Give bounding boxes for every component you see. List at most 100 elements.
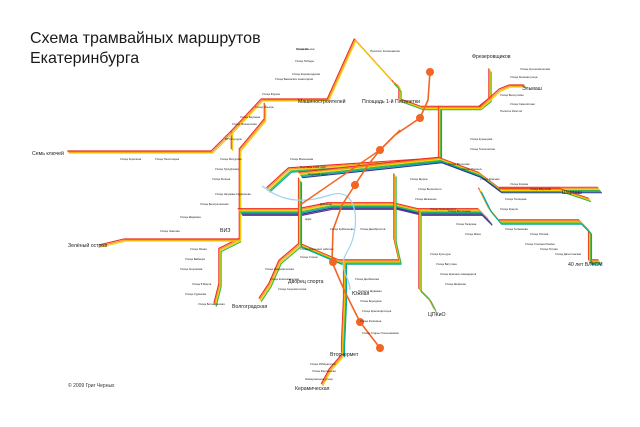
stop-label: Улица Корепина <box>120 157 142 161</box>
stop-label: Улица Мичурина <box>220 157 242 161</box>
tram-strand <box>298 156 599 188</box>
bundle-north-ring <box>238 102 267 242</box>
river-iset <box>261 185 357 291</box>
tram-strand <box>479 189 600 263</box>
tram-strand <box>99 238 240 246</box>
tram-strand <box>322 355 345 387</box>
terminal-ploshchad-petrovicha: Площадь 1-й Пятилетки <box>362 98 420 105</box>
stop-label: Улица Вилонова <box>448 162 470 166</box>
tram-strand <box>300 182 402 265</box>
tram-strand <box>259 245 301 301</box>
tram-strand <box>320 353 343 385</box>
bundle-elmash <box>478 84 526 110</box>
bundle-vtorchermet <box>320 353 345 387</box>
terminal-elmash: Эльмаш <box>522 86 542 92</box>
terminal-viz: ВИЗ <box>220 228 230 234</box>
stop-label: Улица Стачек <box>300 255 318 259</box>
tram-strand <box>479 85 525 109</box>
tram-strand <box>266 105 440 189</box>
stop-label: Улица Культуры <box>430 252 451 256</box>
stop-label: Улица Белореченская <box>200 202 229 206</box>
tram-strand <box>478 84 525 108</box>
tram-strand <box>240 105 267 242</box>
stop-label: Улица Красных командиров <box>440 272 477 276</box>
terminal-40-let-vlksm: 40 лет ВЛКСМ <box>568 262 603 268</box>
stop-label: Улица Самолётная <box>510 102 535 106</box>
tram-strand <box>297 177 399 261</box>
terminal-yuzhnaya: Южная <box>352 291 369 297</box>
stop-label: Улица Мира <box>465 232 481 236</box>
stop-label: Улица Куйбышева <box>330 227 354 231</box>
stop-label: Улица Старых большевиков <box>362 331 399 335</box>
stop-label: Улица Комсомольская <box>270 277 300 281</box>
title-line-1: Схема трамвайных маршрутов <box>30 30 261 47</box>
stop-label: Улица Гагарина <box>456 222 477 226</box>
stop-label: Улица Избирателей <box>310 362 336 366</box>
stop-label: Улица Луначарского <box>430 207 457 211</box>
tram-strand <box>343 263 347 357</box>
stop-label: Улица Кирова <box>510 182 528 186</box>
map-title: Схема трамвайных маршрутов Екатеринбурга <box>30 29 261 69</box>
stop-label: Улица Калинина <box>360 319 382 323</box>
tram-strand <box>259 244 300 300</box>
bundle-centre-ns <box>297 177 402 265</box>
stop-label: Улица Степана Разина <box>525 242 555 246</box>
tram-strand <box>214 238 240 305</box>
tram-strand <box>213 237 240 304</box>
stop-label: Улица Щорса <box>410 177 428 181</box>
tram-strand <box>340 259 345 353</box>
stop-label: Улица Хохрякова <box>180 267 203 271</box>
metro-station <box>376 344 384 352</box>
stop-label: Посёлок Шувакиш <box>358 289 382 293</box>
tram-strand <box>68 132 234 154</box>
bundle-volgograd <box>213 237 242 307</box>
stop-label: Улица Крауля <box>500 207 518 211</box>
tram-strand <box>242 208 493 226</box>
bundle-east-vert <box>393 173 402 264</box>
tram-strand <box>343 264 348 358</box>
terminal-volgogradskaya: Волгоградская <box>232 304 267 310</box>
tram-strand <box>419 212 436 311</box>
tram-strand <box>481 191 602 265</box>
stop-label: Цирк <box>305 217 312 221</box>
stop-label: Улица Ватутина <box>436 262 457 266</box>
stop-label: Улица Кировградская <box>292 72 321 76</box>
stop-label: Улица Пехотинцев <box>155 157 180 161</box>
terminal-vtorchermet: Вторчермет <box>330 352 359 358</box>
stop-label: Улица Академическая <box>265 267 294 271</box>
stop-label: Уралмаш <box>296 47 309 51</box>
stop-label: Улица 8 Марта <box>192 282 212 286</box>
bundle-40let <box>477 187 602 265</box>
stop-label: Посёлок Изоплит <box>500 109 523 113</box>
stop-label: Улица Начдива Онуфриева <box>215 192 251 196</box>
stop-label: Улица Бакинских комиссаров <box>275 77 314 81</box>
tram-strand <box>298 178 400 262</box>
tram-strand <box>342 262 346 355</box>
stop-label: Улица Краснофлотцев <box>362 309 392 313</box>
tram-strand <box>238 102 265 239</box>
stop-label: Улица Гурзуфская <box>215 167 239 171</box>
tram-strand <box>395 176 402 264</box>
bundle-west <box>67 130 234 154</box>
tram-strand <box>301 162 602 194</box>
tram-strand <box>239 104 266 240</box>
stop-label: Улица Дагестанская <box>555 252 582 256</box>
bundle-south <box>340 259 348 358</box>
metro-station <box>356 318 364 326</box>
stop-label: Улица Малышева <box>290 157 314 161</box>
stop-label: Улица Победы <box>295 59 314 63</box>
terminal-mashinostroiteley: Машиностроителей <box>298 98 346 105</box>
stop-label: Улица Фрунзе <box>262 92 281 96</box>
stop-label: Улица Ботаническая <box>198 302 225 306</box>
stop-label: Улица Татищева <box>505 197 527 201</box>
stop-label: Улица Репина <box>212 177 231 181</box>
tram-strand <box>67 130 232 152</box>
stop-label: Улица Викулова <box>530 187 551 191</box>
metro-branch <box>299 129 401 206</box>
tram-strand <box>480 86 526 110</box>
tram-strand <box>501 191 592 203</box>
stop-label: Улица Декабристов <box>360 227 386 231</box>
stop-label: Улица Ломоносова <box>232 122 257 126</box>
